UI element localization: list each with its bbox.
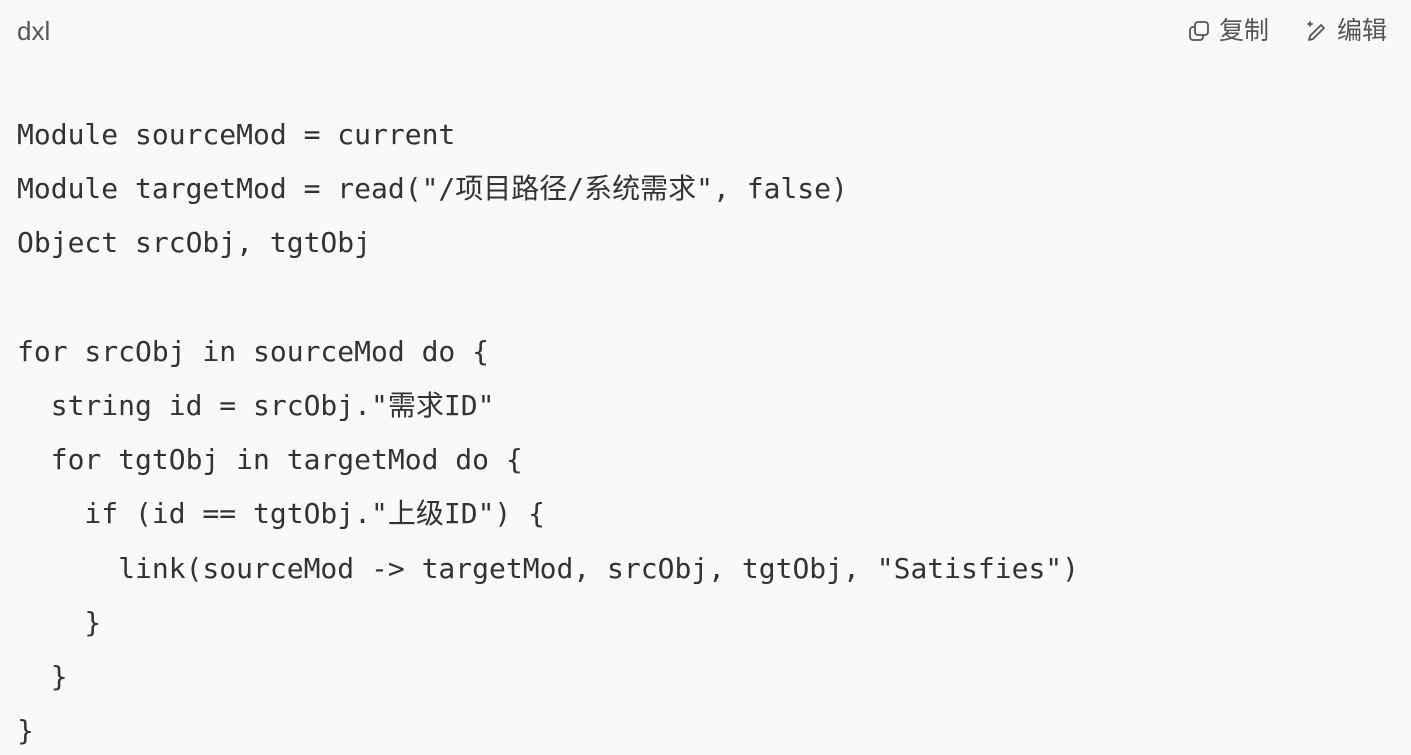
code-actions: 复制 编辑 [1187, 14, 1387, 48]
code-line: if (id == tgtObj."上级ID") { [17, 497, 546, 531]
code-line: Module targetMod = read("/项目路径/系统需求", fa… [17, 172, 848, 206]
code-line: for tgtObj in targetMod do { [17, 443, 523, 477]
code-line: for srcObj in sourceMod do { [17, 334, 490, 368]
code-line: } [17, 714, 34, 748]
copy-icon [1187, 19, 1211, 43]
language-label: dxl [17, 16, 51, 46]
copy-label: 复制 [1218, 16, 1269, 45]
code-line [17, 271, 1079, 325]
code-line: Object srcObj, tgtObj [17, 226, 372, 260]
code-line: } [17, 605, 102, 639]
code-line: } [17, 659, 68, 693]
edit-label: 编辑 [1336, 16, 1387, 45]
code-block-header: dxl 复制 编辑 [0, 0, 1411, 64]
copy-button[interactable]: 复制 [1187, 14, 1269, 48]
edit-button[interactable]: 编辑 [1305, 14, 1387, 48]
code-line: Module sourceMod = current [17, 118, 456, 151]
code-line: link(sourceMod -> targetMod, srcObj, tgt… [17, 551, 1080, 585]
pencil-sparkle-icon [1305, 19, 1329, 43]
code-line: string id = srcObj."需求ID" [17, 388, 495, 422]
